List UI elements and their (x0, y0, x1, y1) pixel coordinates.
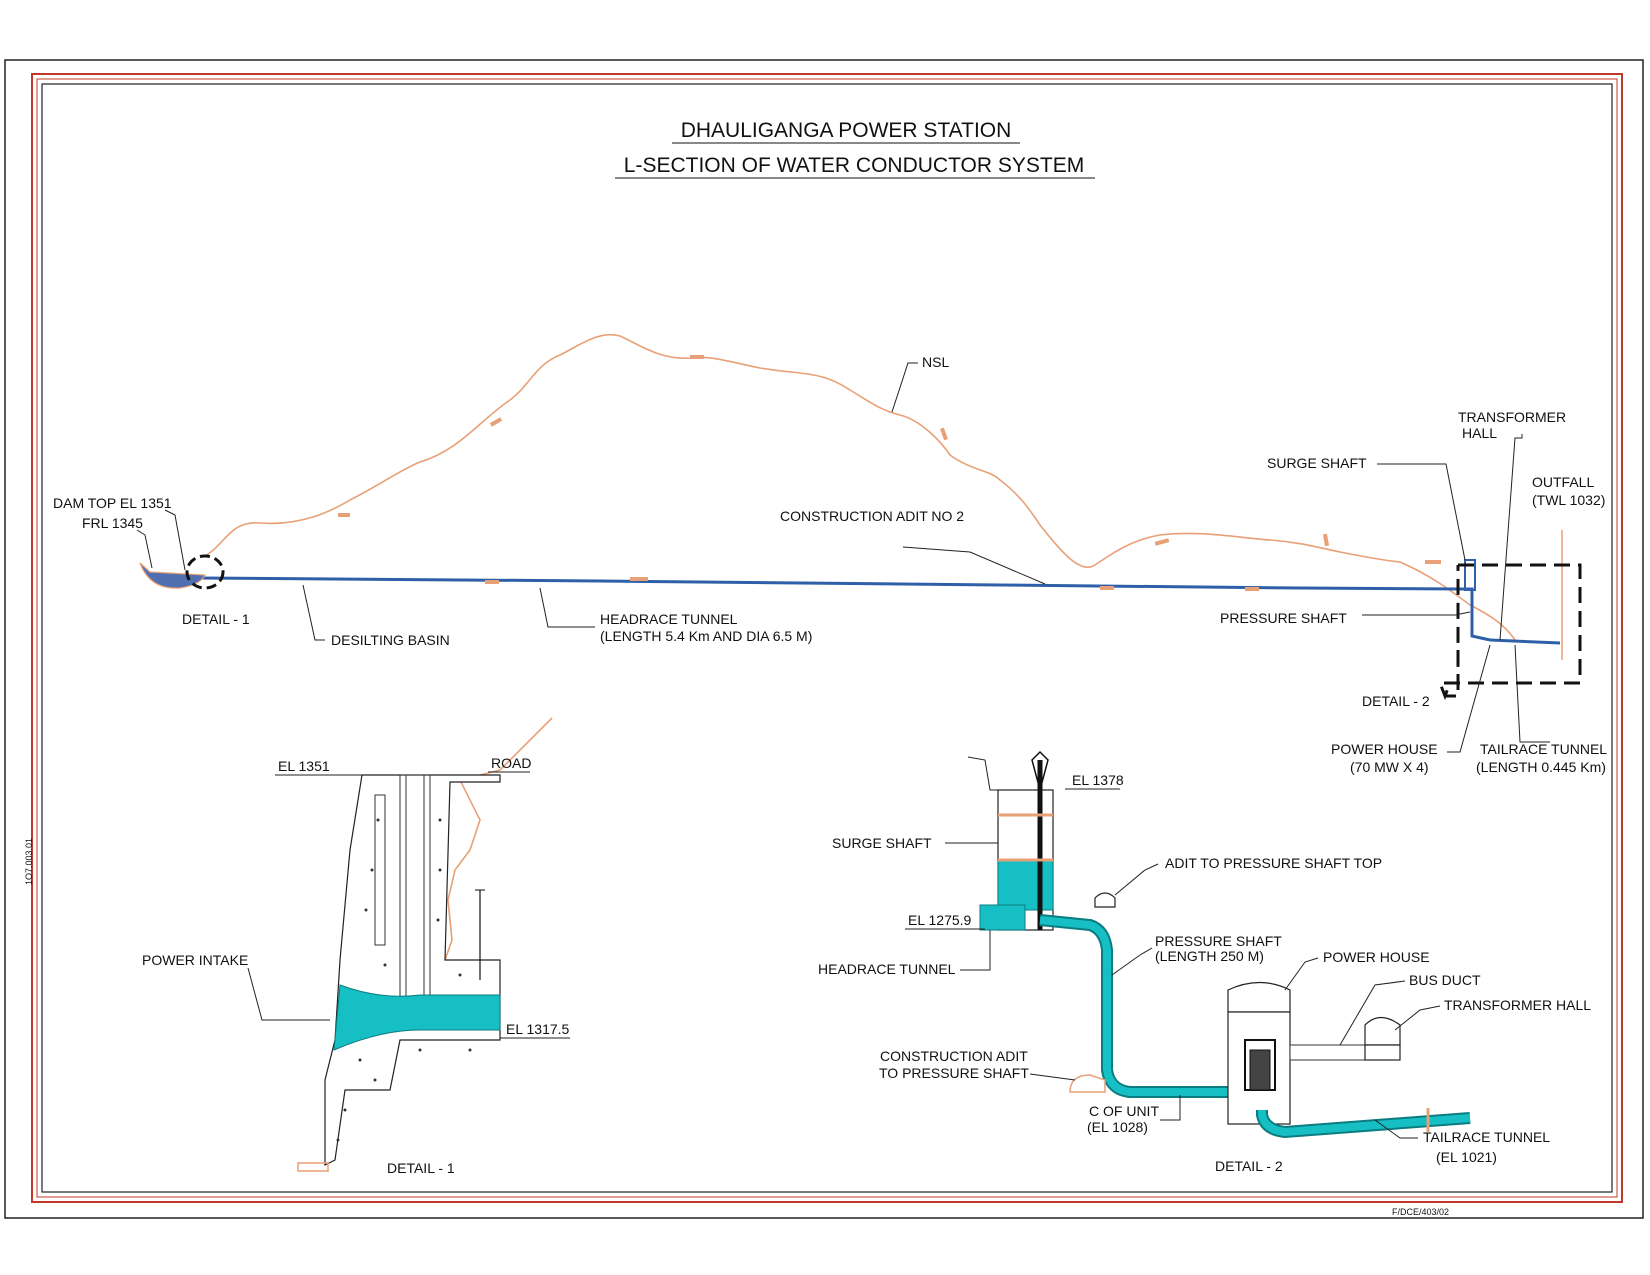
construction-adit-d2-label-2: TO PRESSURE SHAFT (879, 1065, 1029, 1081)
power-house-building (1227, 981, 1291, 1013)
detail-1-caption: DETAIL - 1 (387, 1160, 455, 1176)
detail-2-marker (1437, 563, 1582, 701)
drawing-frame (4, 59, 1644, 1219)
cl-unit-el-label: (EL 1028) (1087, 1119, 1148, 1135)
twl-label: (TWL 1032) (1532, 492, 1605, 508)
detail-1-ref-label: DETAIL - 1 (182, 611, 250, 627)
tailrace-tunnel-label: TAILRACE TUNNEL (1480, 741, 1607, 757)
bottom-drawing-code: F/DCE/403/02 (1392, 1207, 1449, 1217)
detail-2: EL 1378 SURGE SHAFT ADIT TO PRESSURE SHA… (818, 750, 1591, 1174)
nsl-label: NSL (922, 354, 949, 370)
title-line-1: DHAULIGANGA POWER STATION (681, 119, 1012, 142)
transformer-label-2: HALL (1462, 425, 1497, 441)
headrace-tunnel-line (199, 576, 1461, 591)
el-1317-label: EL 1317.5 (506, 1021, 570, 1037)
surge-shaft-label: SURGE SHAFT (1267, 455, 1367, 471)
tailrace-tunnel-line (1489, 638, 1561, 645)
el-1351-label: EL 1351 (278, 758, 330, 774)
el-1378-label: EL 1378 (1072, 772, 1124, 788)
surge-shaft-water (997, 859, 1054, 911)
headrace-d2-label: HEADRACE TUNNEL (818, 961, 956, 977)
surge-shaft-d2-label: SURGE SHAFT (832, 835, 932, 851)
power-house-label: POWER HOUSE (1331, 741, 1438, 757)
pressure-shaft-len-label: (LENGTH 250 M) (1155, 948, 1264, 964)
power-house-d2-label: POWER HOUSE (1323, 949, 1430, 965)
detail-2-caption: DETAIL - 2 (1215, 1158, 1283, 1174)
road-label: ROAD (491, 755, 531, 771)
intake-water-passage (333, 984, 501, 1051)
headrace-tunnel-label: HEADRACE TUNNEL (600, 611, 738, 627)
power-house-spec-label: (70 MW X 4) (1350, 759, 1429, 775)
detail-1: EL 1351 ROAD POWER INTAKE EL 1317.5 DETA… (142, 717, 570, 1176)
dam-top-label: DAM TOP EL 1351 (53, 495, 172, 511)
tailrace-d2-label: TAILRACE TUNNEL (1423, 1129, 1550, 1145)
transformer-hall-building (1364, 1016, 1401, 1046)
headrace-spec-label: (LENGTH 5.4 Km AND DIA 6.5 M) (600, 628, 812, 644)
side-drawing-code: 1O7.003.01 (24, 838, 34, 885)
detail-1-marker (185, 554, 225, 590)
surge-shaft-mark (1464, 559, 1476, 591)
el-1275-label: EL 1275.9 (908, 912, 972, 928)
title-line-2: L-SECTION OF WATER CONDUCTOR SYSTEM (624, 154, 1084, 177)
detail-2-ref-label: DETAIL - 2 (1362, 693, 1430, 709)
adit-top-label: ADIT TO PRESSURE SHAFT TOP (1165, 855, 1382, 871)
pressure-shaft-label: PRESSURE SHAFT (1220, 610, 1347, 626)
tailrace-spec-label: (LENGTH 0.445 Km) (1476, 759, 1606, 775)
bus-duct-label: BUS DUCT (1409, 972, 1481, 988)
transformer-hall-d2-label: TRANSFORMER HALL (1444, 997, 1591, 1013)
power-intake-label: POWER INTAKE (142, 952, 248, 968)
outfall-label: OUTFALL (1532, 474, 1594, 490)
l-section: DAM TOP EL 1351 FRL 1345 DETAIL - 1 DESI… (53, 333, 1607, 775)
headrace-inlet (979, 904, 1026, 931)
pressure-shaft-d2-label: PRESSURE SHAFT (1155, 933, 1282, 949)
intake-tower (324, 774, 501, 1166)
reservoir (139, 562, 206, 589)
tailrace-d2-el-label: (EL 1021) (1436, 1149, 1497, 1165)
nsl-ground-line (204, 333, 1516, 641)
construction-adit-label: CONSTRUCTION ADIT NO 2 (780, 508, 964, 524)
transformer-label-1: TRANSFORMER (1458, 409, 1566, 425)
cl-unit-label: C OF UNIT (1089, 1103, 1159, 1119)
desilting-basin-label: DESILTING BASIN (331, 632, 450, 648)
frl-label: FRL 1345 (82, 515, 143, 531)
construction-adit-d2-label-1: CONSTRUCTION ADIT (880, 1048, 1028, 1064)
